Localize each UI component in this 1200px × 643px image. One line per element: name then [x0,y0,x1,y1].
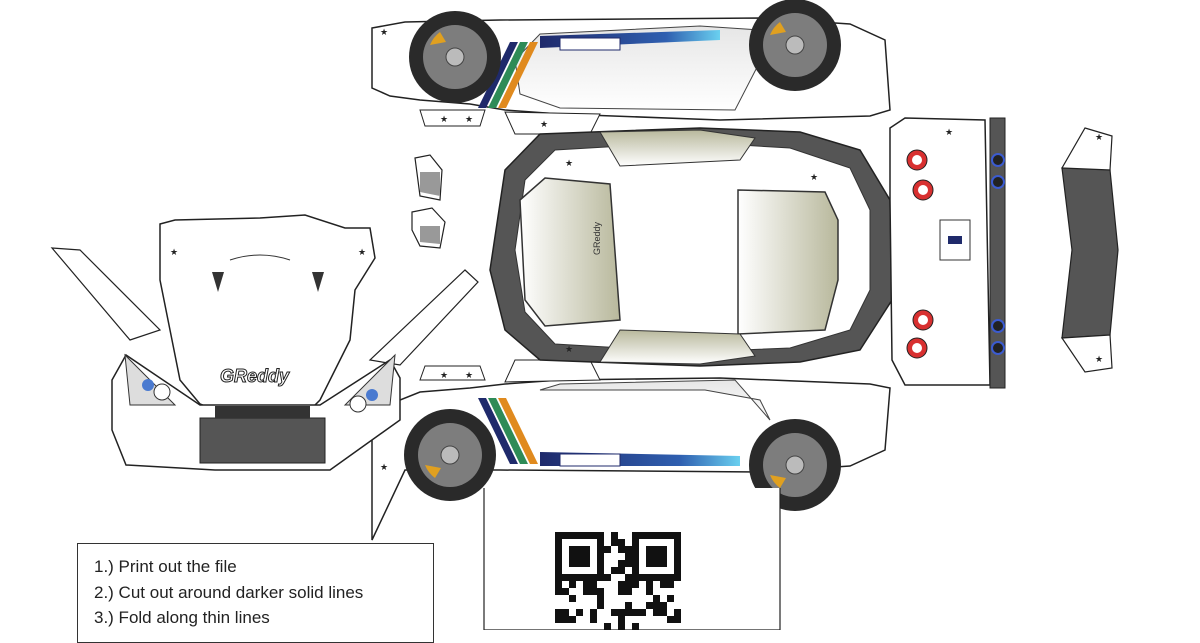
star-icon: ★ [465,114,473,124]
instructions-list: 1.) Print out the file 2.) Cut out aroun… [94,554,433,631]
wheel-front-upper [409,11,501,103]
star-icon: ★ [945,127,953,137]
star-icon: ★ [1095,132,1103,142]
star-icon: ★ [440,114,448,124]
wheel-front-lower [404,409,496,501]
rear-window [737,189,839,335]
star-icon: ★ [380,462,388,472]
wheel-rear-lower [749,419,841,511]
qr-tab [483,488,781,630]
qr-code-icon [555,532,681,630]
instruction-step: 1.) Print out the file [94,557,237,576]
exhaust-tips [991,153,1005,355]
mirror-top [414,154,443,201]
wheel-rear-upper [749,0,841,91]
mirror-bottom [411,207,446,249]
star-icon: ★ [810,172,818,182]
side-panel-lower [371,359,891,541]
side-panel-upper [371,0,891,135]
windshield [519,177,621,327]
hood-logo: GReddy [220,366,290,386]
taillights-bottom [906,309,934,359]
star-icon: ★ [465,370,473,380]
instruction-step: 3.) Fold along thin lines [94,608,270,627]
tab-markers: ★ ★ ★ ★ ★ ★ ★ ★ ★ ★ ★ ★ ★ ★ ★ [170,27,1103,472]
headlight-left [124,353,177,406]
papercraft-sheet: GReddy GReddy [50,0,1119,630]
hood-panel: GReddy [50,214,479,471]
star-icon: ★ [440,370,448,380]
star-icon: ★ [1095,354,1103,364]
instructions-box: 1.) Print out the file 2.) Cut out aroun… [77,543,434,643]
front-grille [199,417,326,464]
headlight-right [343,353,396,413]
star-icon: ★ [540,119,548,129]
star-icon: ★ [380,27,388,37]
star-icon: ★ [170,247,178,257]
rear-spoiler [1060,127,1119,373]
hood-vent-right [312,272,324,292]
taillights-top [906,149,934,201]
roof-top-view: GReddy [489,127,893,367]
star-icon: ★ [565,158,573,168]
hood-vent-left [212,272,224,292]
star-icon: ★ [358,247,366,257]
star-icon: ★ [565,344,573,354]
instruction-step: 2.) Cut out around darker solid lines [94,582,364,602]
roof-logo: GReddy [592,221,602,255]
rear-panel [889,117,1006,389]
